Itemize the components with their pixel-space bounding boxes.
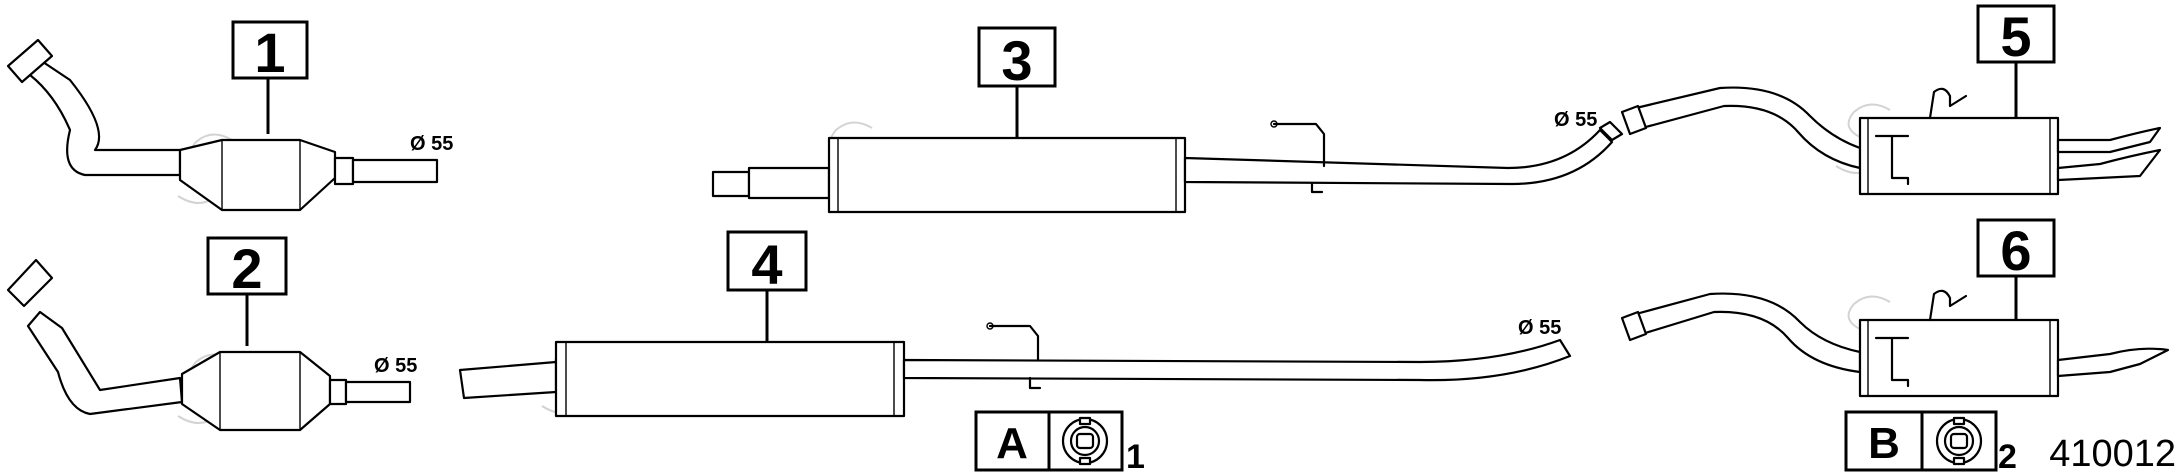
part-4-body	[554, 340, 906, 418]
callout-4: 4	[726, 230, 808, 296]
reference-b-letter: B	[1868, 419, 1900, 468]
callout-5: 5	[1976, 4, 2056, 68]
part-2-inlet-pipe	[26, 310, 184, 416]
callout-3-label: 3	[1001, 29, 1032, 92]
part-1-catalytic-converter	[6, 38, 439, 212]
dimension-label-3: Ø 55	[1554, 109, 1597, 131]
part-5-hanger-internal	[1874, 134, 1910, 186]
part-3-outlet-pipe	[1183, 128, 1614, 186]
part-3-inlet-pipe	[711, 170, 751, 198]
part-1-inlet-pipe	[28, 58, 182, 177]
part-3-body	[827, 136, 1187, 214]
part-2-catalytic-converter	[6, 258, 412, 432]
dimension-label-4: Ø 55	[1518, 317, 1561, 339]
part-6-body	[1858, 318, 2060, 398]
part-1-outlet-sleeve	[333, 156, 355, 186]
exhaust-hanger-ring-icon	[1061, 416, 1109, 466]
part-5-outlet-lower	[2056, 148, 2162, 182]
part-4-bracket	[1028, 376, 1042, 390]
callout-1: 1	[231, 20, 309, 84]
part-4-outlet-pipe	[902, 338, 1572, 382]
reference-a-count: 1	[1126, 438, 1145, 474]
diagram-id: 410012	[2049, 433, 2176, 474]
callout-4-label: 4	[751, 233, 782, 296]
dimension-label-2: Ø 55	[374, 355, 417, 377]
part-6-inlet-tip	[1620, 310, 1648, 342]
callout-3: 3	[977, 26, 1057, 92]
part-5-inlet-pipe	[1634, 86, 1862, 170]
part-3-bracket	[1310, 182, 1324, 194]
callout-5-label: 5	[2000, 5, 2031, 68]
reference-box-b: B 2	[1844, 410, 2017, 474]
exhaust-hanger-ring-icon	[1935, 416, 1983, 466]
part-4-hanger	[988, 324, 1040, 362]
callout-2-label: 2	[231, 237, 262, 300]
part-2-inlet-flange	[6, 258, 54, 308]
part-5-inlet-tip	[1620, 104, 1648, 136]
part-3-inlet-sleeve	[747, 166, 831, 200]
part-6-inlet-pipe	[1634, 292, 1862, 374]
part-1-inlet-flange	[6, 38, 54, 84]
part-3-outlet-tip	[1598, 120, 1624, 142]
part-6-hanger-top	[1928, 289, 1968, 322]
part-3-center-muffler	[711, 120, 1624, 214]
callout-2: 2	[206, 236, 288, 300]
part-4-center-muffler	[458, 322, 1572, 418]
part-4-inlet-pipe	[458, 360, 558, 400]
part-1-body	[178, 138, 337, 212]
part-1-outlet-pipe	[351, 158, 439, 184]
callout-6: 6	[1976, 218, 2056, 282]
callout-1-label: 1	[254, 21, 285, 84]
part-5-rear-muffler	[1620, 86, 2162, 196]
dimension-label-1: Ø 55	[410, 133, 453, 155]
part-5-hanger-top	[1928, 87, 1968, 120]
part-2-outlet-sleeve	[328, 378, 348, 406]
part-6-rear-muffler	[1620, 289, 2170, 398]
part-5-outlet-upper	[2056, 126, 2162, 154]
reference-a-letter: A	[996, 419, 1028, 468]
part-3-hanger	[1272, 122, 1326, 168]
reference-box-a: A 1	[974, 410, 1145, 474]
part-6-hanger-internal	[1874, 336, 1910, 388]
reference-b-count: 2	[1998, 438, 2017, 474]
part-2-outlet-pipe	[344, 380, 412, 404]
part-5-body	[1858, 116, 2060, 196]
callout-6-label: 6	[2000, 219, 2031, 282]
part-6-outlet	[2056, 347, 2170, 378]
part-2-body	[180, 350, 332, 432]
